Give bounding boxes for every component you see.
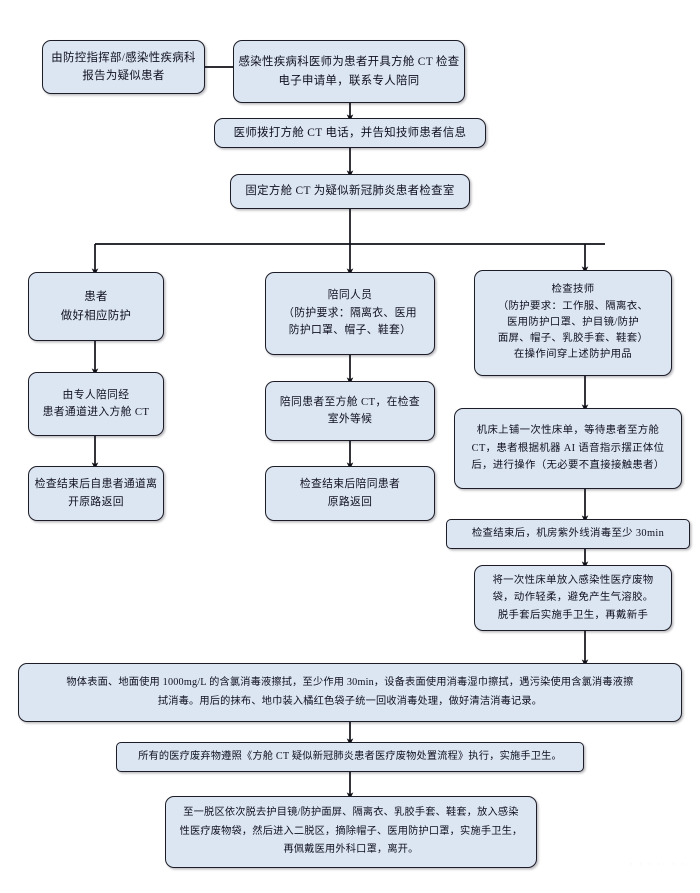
node-sheet-waste-disposal[interactable]: 将一次性床单放入感染性医疗废物 袋，动作轻柔，避免产生气溶胶。 脱手套后实施手卫… [474, 565, 672, 631]
node-issue-ct-order[interactable]: 感染性疾病科医师为患者开具方舱 CT 检查 电子申请单，联系专人陪同 [233, 40, 465, 103]
node-medical-waste-procedure[interactable]: 所有的医疗废弃物遵照《方舱 CT 疑似新冠肺炎患者医疗废物处置流程》执行，实施手… [116, 742, 584, 772]
node-line: 袋，动作轻柔，避免产生气溶胶。 [492, 592, 654, 604]
node-line: 由专人陪同经 [62, 388, 130, 401]
node-line: 患者通道进入方舱 CT [42, 406, 150, 418]
node-technician-ppe[interactable]: 检查技师 （防护要求：工作服、隔离衣、 医用防护口罩、护目镜/防护 面屏、帽子、… [474, 270, 672, 376]
node-line: 检查结束后陪同患者 [299, 478, 401, 491]
node-line: 开原路返回 [68, 495, 124, 508]
node-line: 物体表面、地面使用 1000mg/L 的含氯消毒液擦拭，至少作用 30min，设… [66, 676, 634, 688]
node-uv-disinfection[interactable]: 检查结束后，机房紫外线消毒至少 30min [446, 519, 690, 549]
node-line: 检查技师 [551, 284, 595, 296]
node-patient-leave-channel[interactable]: 检查结束后自患者通道离 开原路返回 [28, 466, 164, 521]
node-report-suspected-case[interactable]: 由防控指挥部/感染性疾病科 报告为疑似患者 [42, 40, 205, 94]
node-line: 由防控指挥部/感染性疾病科 [51, 51, 196, 64]
node-line: 将一次性床单放入感染性医疗废物 [492, 575, 654, 587]
node-call-ct-room[interactable]: 医师拨打方舱 CT 电话，并告知技师患者信息 [214, 118, 486, 148]
node-line: 后，进行操作（无必要不直接接触患者） [471, 460, 665, 472]
node-patient-protection[interactable]: 患者 做好相应防护 [28, 272, 164, 341]
node-patient-enter-channel[interactable]: 由专人陪同经 患者通道进入方舱 CT [28, 372, 164, 436]
node-line: 固定方舱 CT 为疑似新冠肺炎患者检查室 [245, 185, 455, 198]
node-line: 医师拨打方舱 CT 电话，并告知技师患者信息 [233, 126, 467, 139]
node-designate-exam-room[interactable]: 固定方舱 CT 为疑似新冠肺炎患者检查室 [230, 174, 470, 209]
node-ppe-doffing-procedure[interactable]: 至一脱区依次脱去护目镜/防护面屏、隔离衣、乳胶手套、鞋套，放入感染 性医疗废物袋… [165, 796, 537, 868]
node-line: 报告为疑似患者 [82, 70, 165, 82]
node-line: 原路返回 [327, 495, 373, 508]
node-line: 做好相应防护 [60, 309, 132, 322]
node-line: 医用防护口罩、护目镜/防护 [506, 316, 640, 328]
node-line: 在操作间穿上述防护用品 [513, 349, 633, 361]
node-line: 所有的医疗废弃物遵照《方舱 CT 疑似新冠肺炎患者医疗废物处置流程》执行，实施手… [138, 751, 562, 763]
node-line: 防护口罩、帽子、鞋套） [288, 324, 412, 337]
node-escort-wait-outside[interactable]: 陪同患者至方舱 CT，在检查 室外等候 [265, 381, 435, 441]
node-escort-staff-ppe[interactable]: 陪同人员 （防护要求：隔离衣、医用 防护口罩、帽子、鞋套） [265, 272, 435, 355]
node-line: 电子申请单，联系专人陪同 [278, 74, 420, 87]
node-line: 面屏、帽子、乳胶手套、鞋套） [497, 333, 649, 345]
node-technician-scan-procedure[interactable]: 机床上铺一次性床单，等待患者至方舱 CT，患者根据机器 AI 语音指示摆正体位 … [454, 408, 682, 489]
node-line: 室外等候 [327, 413, 373, 425]
node-escort-return[interactable]: 检查结束后陪同患者 原路返回 [265, 466, 435, 521]
node-line: （防护要求：隔离衣、医用 [283, 306, 417, 319]
node-line: 至一脱区依次脱去护目镜/防护面屏、隔离衣、乳胶手套、鞋套，放入感染 [183, 807, 519, 819]
node-line: 检查结束后，机房紫外线消毒至少 30min [471, 527, 665, 539]
watermark-text: · · · ·· · · [629, 859, 686, 869]
node-surface-disinfection[interactable]: 物体表面、地面使用 1000mg/L 的含氯消毒液擦拭，至少作用 30min，设… [18, 663, 682, 722]
node-line: 性医疗废物袋，然后进入二脱区，摘除帽子、医用防护口罩，实施手卫生， [179, 825, 523, 837]
node-line: CT，患者根据机器 AI 语音指示摆正体位 [471, 442, 665, 454]
node-line: 脱手套后实施手卫生，再戴新手 [497, 609, 649, 621]
node-line: 再佩戴医用外科口罩，离开。 [283, 844, 419, 856]
node-line: （防护要求：工作服、隔离衣、 [497, 300, 649, 312]
node-line: 检查结束后自患者通道离 [34, 478, 158, 491]
node-line: 患者 [84, 291, 108, 304]
node-line: 感染性疾病科医师为患者开具方舱 CT 检查 [238, 56, 460, 69]
node-line: 陪同患者至方舱 CT，在检查 [279, 395, 421, 408]
node-line: 陪同人员 [327, 289, 373, 302]
node-line: 机床上铺一次性床单，等待患者至方舱 [476, 424, 660, 436]
node-line: 拭消毒。用后的抹布、地巾装入橘红色袋子统一回收消毒处理，做好清洁消毒记录。 [157, 695, 543, 707]
